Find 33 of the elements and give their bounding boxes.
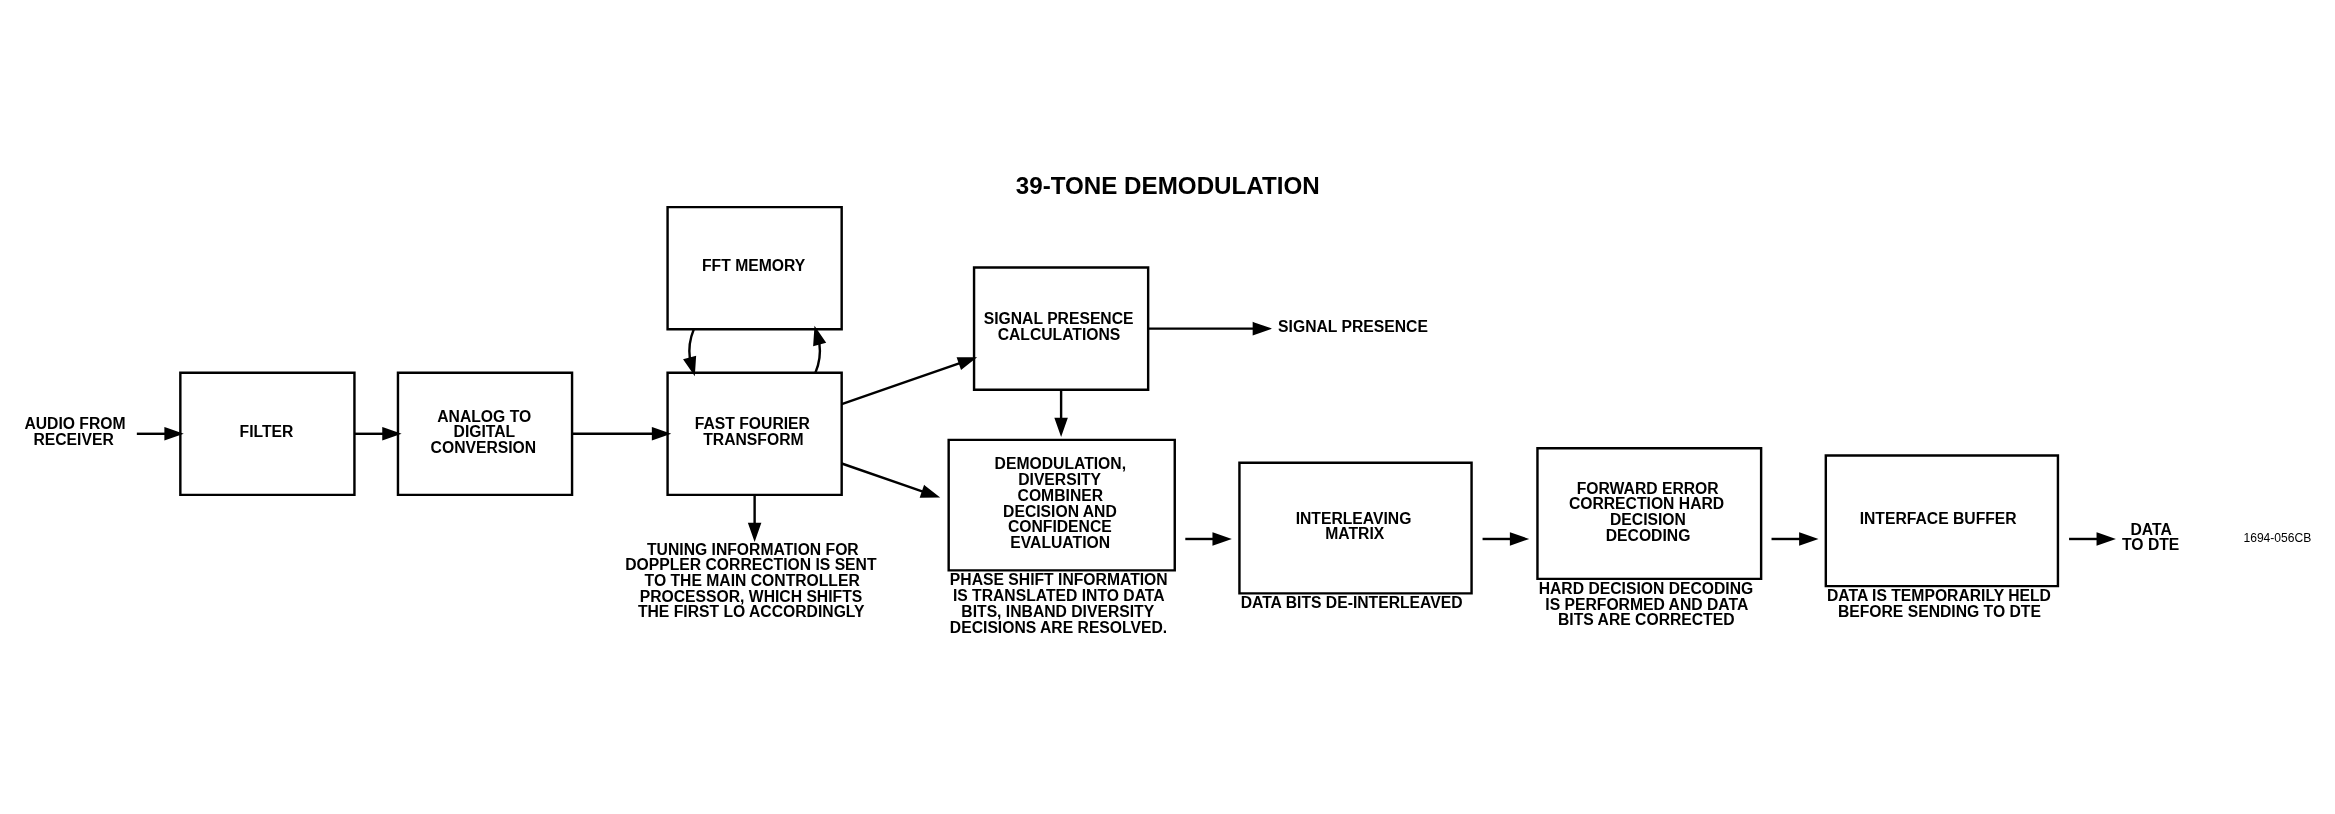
arrow xyxy=(2069,531,2116,546)
diagram-title: 39-TONE DEMODULATION xyxy=(1015,171,1320,199)
node-box: FFT MEMORY xyxy=(666,205,843,330)
node-box: FAST FOURIER TRANSFORM xyxy=(666,371,843,496)
arrow xyxy=(572,426,672,441)
arrow xyxy=(354,426,402,441)
node-box: FILTER xyxy=(179,371,356,496)
node-box: SIGNAL PRESENCE CALCULATIONS xyxy=(972,265,1150,391)
node-text: AUDIO FROM RECEIVER xyxy=(24,414,126,448)
arrow xyxy=(841,461,941,498)
node-label: HARD DECISION DECODING IS PERFORMED AND DATA BITS ARE CORRECTED xyxy=(1538,579,1754,628)
arrow xyxy=(1771,531,1819,546)
node-text: DATA TO DTE xyxy=(2122,520,2180,553)
node-box: INTERLEAVING MATRIX xyxy=(1238,461,1473,595)
node-label: DATA BITS DE-INTERLEAVED xyxy=(1240,593,1463,611)
node-box: DEMODULATION, DIVERSITY COMBINER DECISION AND CONFIDENCE EVALUATION xyxy=(947,438,1176,572)
node-box: ANALOG TO DIGITAL CONVERSION xyxy=(396,371,574,496)
arrow xyxy=(1185,531,1232,546)
label: 1694-056CB xyxy=(2243,530,2312,545)
node-text: SIGNAL PRESENCE xyxy=(1278,317,1428,335)
node-box: FORWARD ERROR CORRECTION HARD DECISION DECODING xyxy=(1536,446,1763,580)
arrow xyxy=(683,328,697,376)
arrow xyxy=(1148,321,1273,335)
arrow xyxy=(1482,531,1530,546)
arrow xyxy=(1054,389,1068,437)
node-label: DATA IS TEMPORARILY HELD BEFORE SENDING TO DTE xyxy=(1827,586,2051,620)
node-text: TUNING INFORMATION FOR DOPPLER CORRECTION IS SENT TO THE MAIN CONTROLLER PROCESSOR, WHICH SHIFTS THE FIRST LO ACCORDINGLY xyxy=(625,540,877,620)
node-label: PHASE SHIFT INFORMATION IS TRANSLATED INTO DATA BITS, INBAND DIVERSITY DECISIONS ARE RESOLVED. xyxy=(949,570,1168,636)
node-box: INTERFACE BUFFER xyxy=(1824,453,2060,587)
arrow xyxy=(747,494,762,542)
arrow xyxy=(136,426,184,441)
arrow xyxy=(813,325,827,373)
arrow xyxy=(841,356,978,405)
